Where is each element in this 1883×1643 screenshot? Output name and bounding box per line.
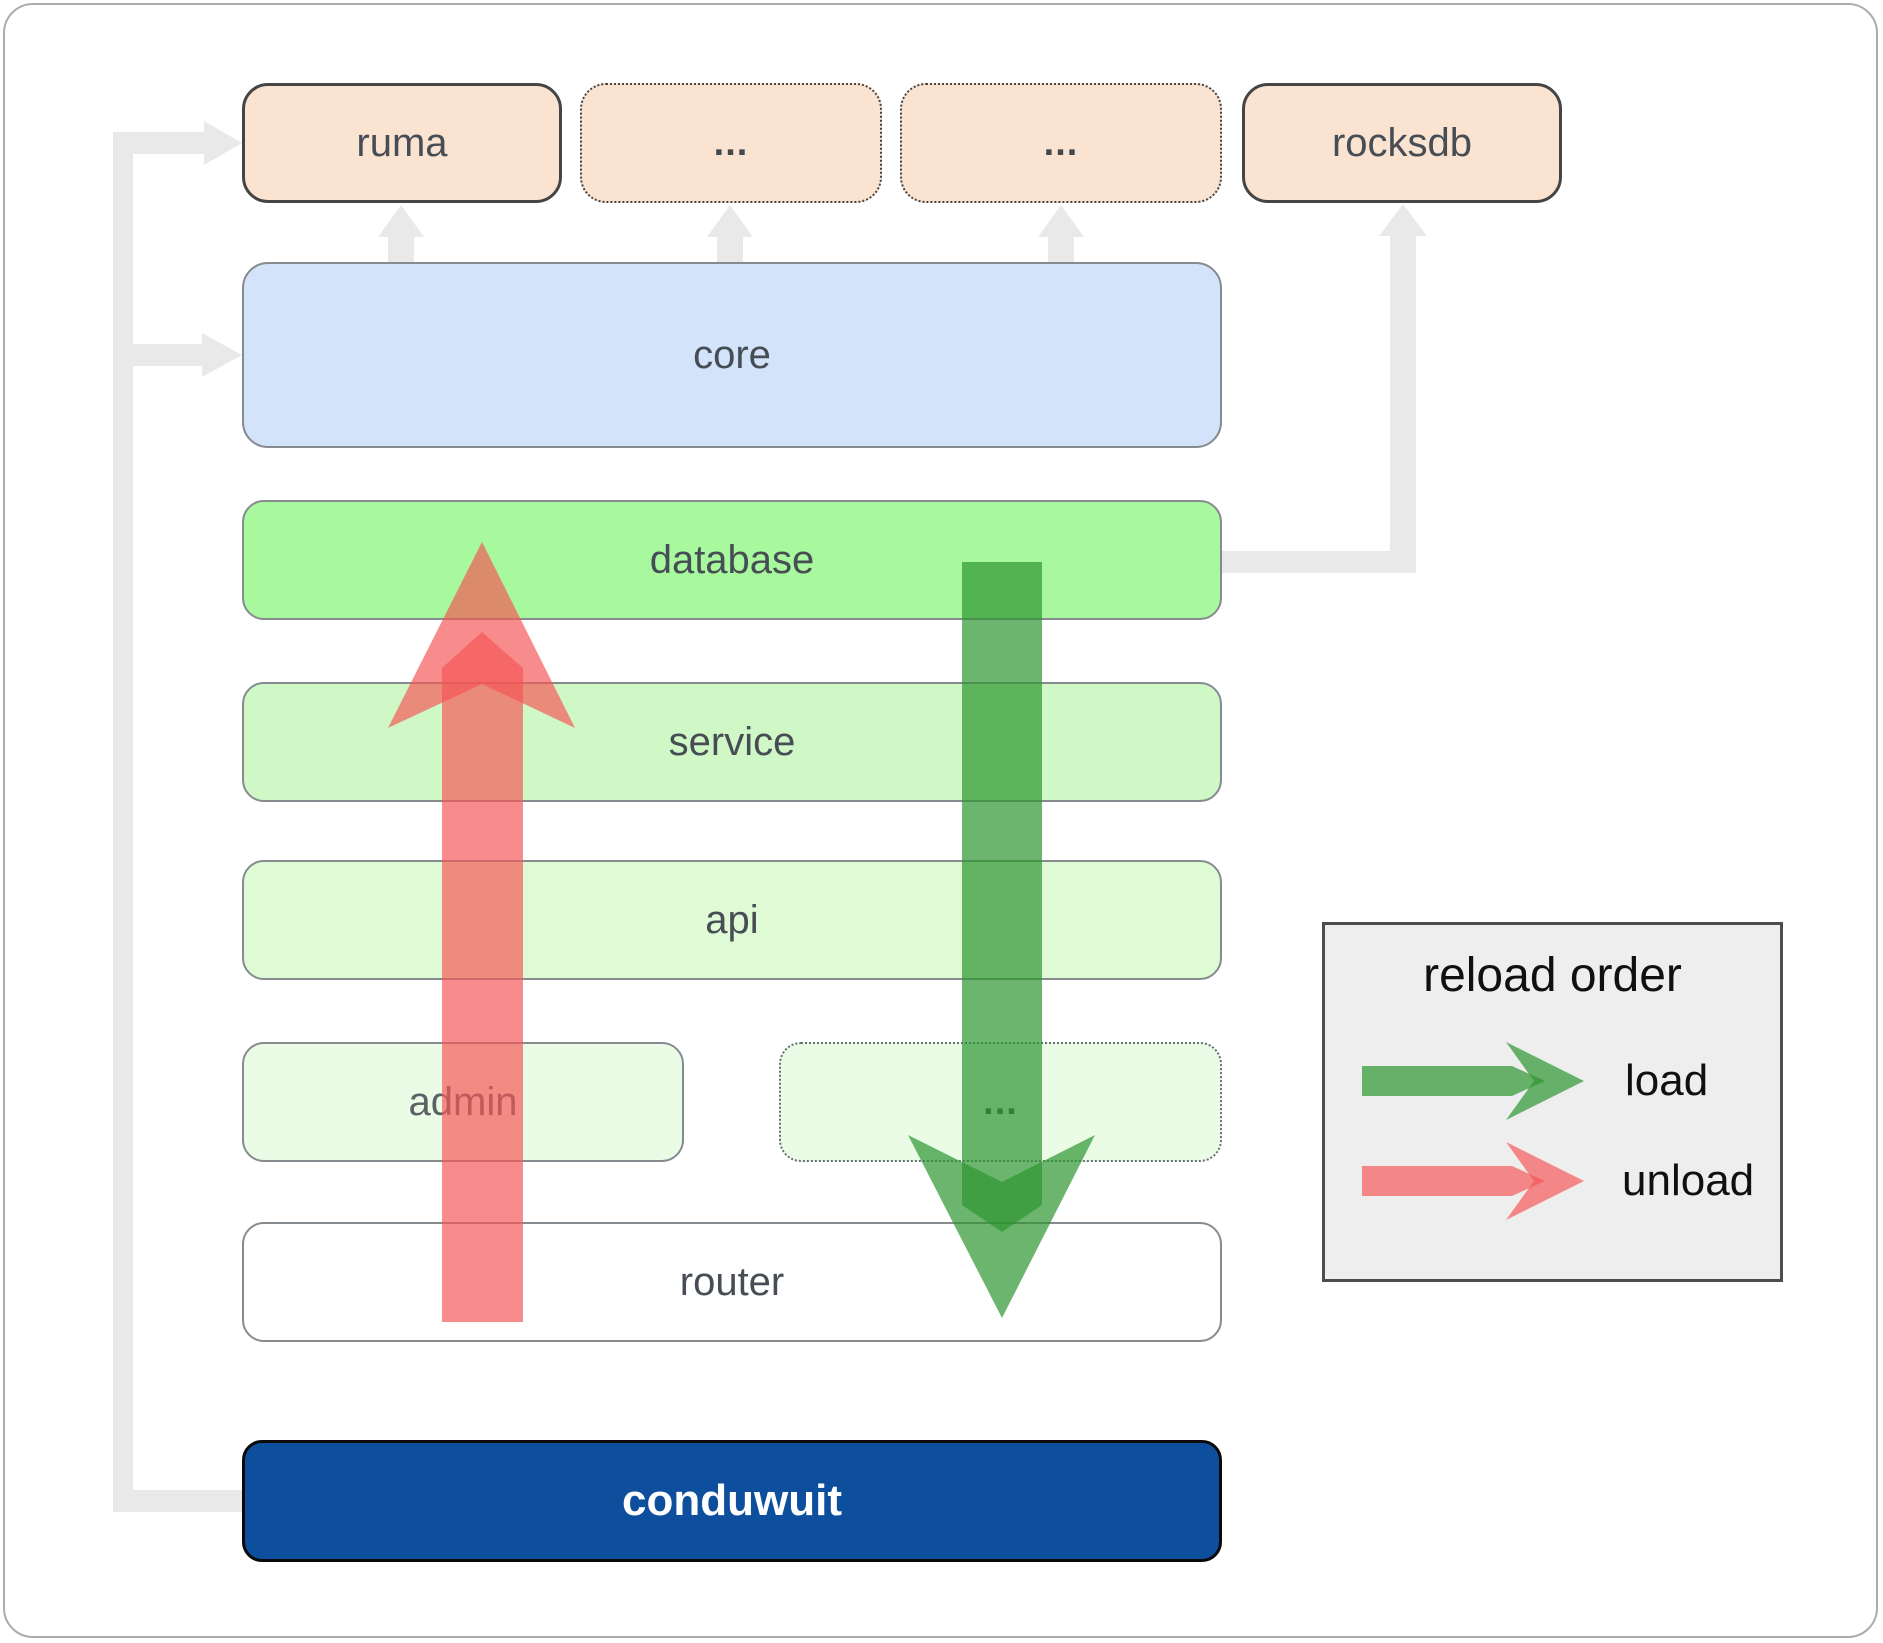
legend-title: reload order [1423, 949, 1682, 1002]
connector-arm-to-core [133, 344, 202, 366]
arrowhead-into-ruma-icon [204, 121, 242, 165]
node-service-label: service [668, 719, 796, 764]
arrowhead-core-to-ruma-icon [378, 205, 424, 237]
unload-arrow-shaft [442, 632, 523, 1322]
legend-box [1322, 922, 1783, 1282]
load-arrow-shaft [962, 562, 1042, 1232]
node-core: core [242, 262, 1222, 448]
node-core-label: core [693, 332, 771, 377]
arrowhead-into-rocksdb-icon [1379, 204, 1427, 236]
arrowhead-core-to-ellipsis-1-icon [707, 205, 753, 237]
connector-database-to-rocksdb-horizontal [1222, 551, 1416, 573]
legend-load-arrow-head-icon [1506, 1042, 1584, 1120]
node-conduwuit: conduwuit [242, 1440, 1222, 1562]
legend-load-arrow-shaft [1362, 1066, 1545, 1096]
connector-arm-from-conduwuit [113, 1490, 244, 1512]
legend-unload-label: unload [1622, 1156, 1755, 1205]
connector-arm-to-ruma [113, 132, 204, 154]
connector-core-to-ruma [388, 236, 414, 263]
unload-arrow-head-icon [388, 542, 575, 728]
node-top-ellipsis-2: ... [900, 83, 1222, 203]
arrowhead-core-to-ellipsis-2-icon [1038, 205, 1084, 237]
legend-unload-arrow-head-icon [1506, 1142, 1584, 1220]
node-api-label: api [705, 897, 759, 942]
node-ruma: ruma [242, 83, 562, 203]
connector-core-to-ellipsis-1 [717, 236, 743, 263]
node-database-label: database [649, 537, 815, 582]
load-arrow-head-icon [908, 1135, 1095, 1318]
connector-left-spine [113, 132, 133, 1512]
arrowhead-into-core-icon [202, 333, 242, 377]
node-ruma-label: ruma [356, 120, 448, 165]
legend-unload-arrow-shaft [1362, 1166, 1545, 1196]
node-conduwuit-label: conduwuit [622, 1476, 842, 1525]
node-api: api [242, 860, 1222, 980]
node-database: database [242, 500, 1222, 620]
node-top-ellipsis-2-label: ... [1043, 121, 1079, 164]
node-top-ellipsis-1: ... [580, 83, 882, 203]
node-top-ellipsis-1-label: ... [713, 121, 749, 164]
node-router-label: router [679, 1259, 785, 1304]
node-rocksdb-label: rocksdb [1331, 120, 1473, 165]
connector-core-to-ellipsis-2 [1048, 236, 1074, 263]
outer-border [3, 3, 1878, 1638]
node-rocksdb: rocksdb [1242, 83, 1562, 203]
connector-database-to-rocksdb-vertical [1390, 234, 1416, 573]
node-router: router [242, 1222, 1222, 1342]
legend-load-label: load [1625, 1056, 1709, 1105]
